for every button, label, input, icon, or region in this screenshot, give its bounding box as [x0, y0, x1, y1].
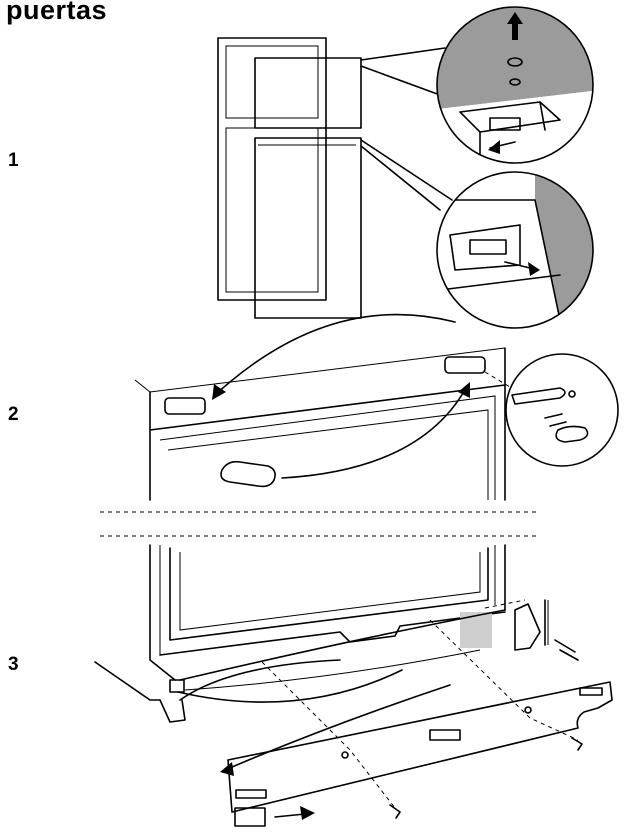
- detail-circle-top-hinge: [436, 6, 594, 164]
- step-label-1: 1: [8, 150, 19, 171]
- page-title: puertas: [6, 0, 108, 25]
- detail-circle-handle: [505, 353, 619, 467]
- fridge-top-step2: [134, 313, 516, 501]
- step-label-2: 2: [8, 404, 19, 425]
- fridge-step1: [217, 37, 453, 319]
- kick-plate: [177, 619, 613, 827]
- step-label-3: 3: [8, 654, 19, 675]
- detail-circle-middle-hinge: [436, 171, 594, 329]
- fridge-bottom-step3: [94, 544, 579, 723]
